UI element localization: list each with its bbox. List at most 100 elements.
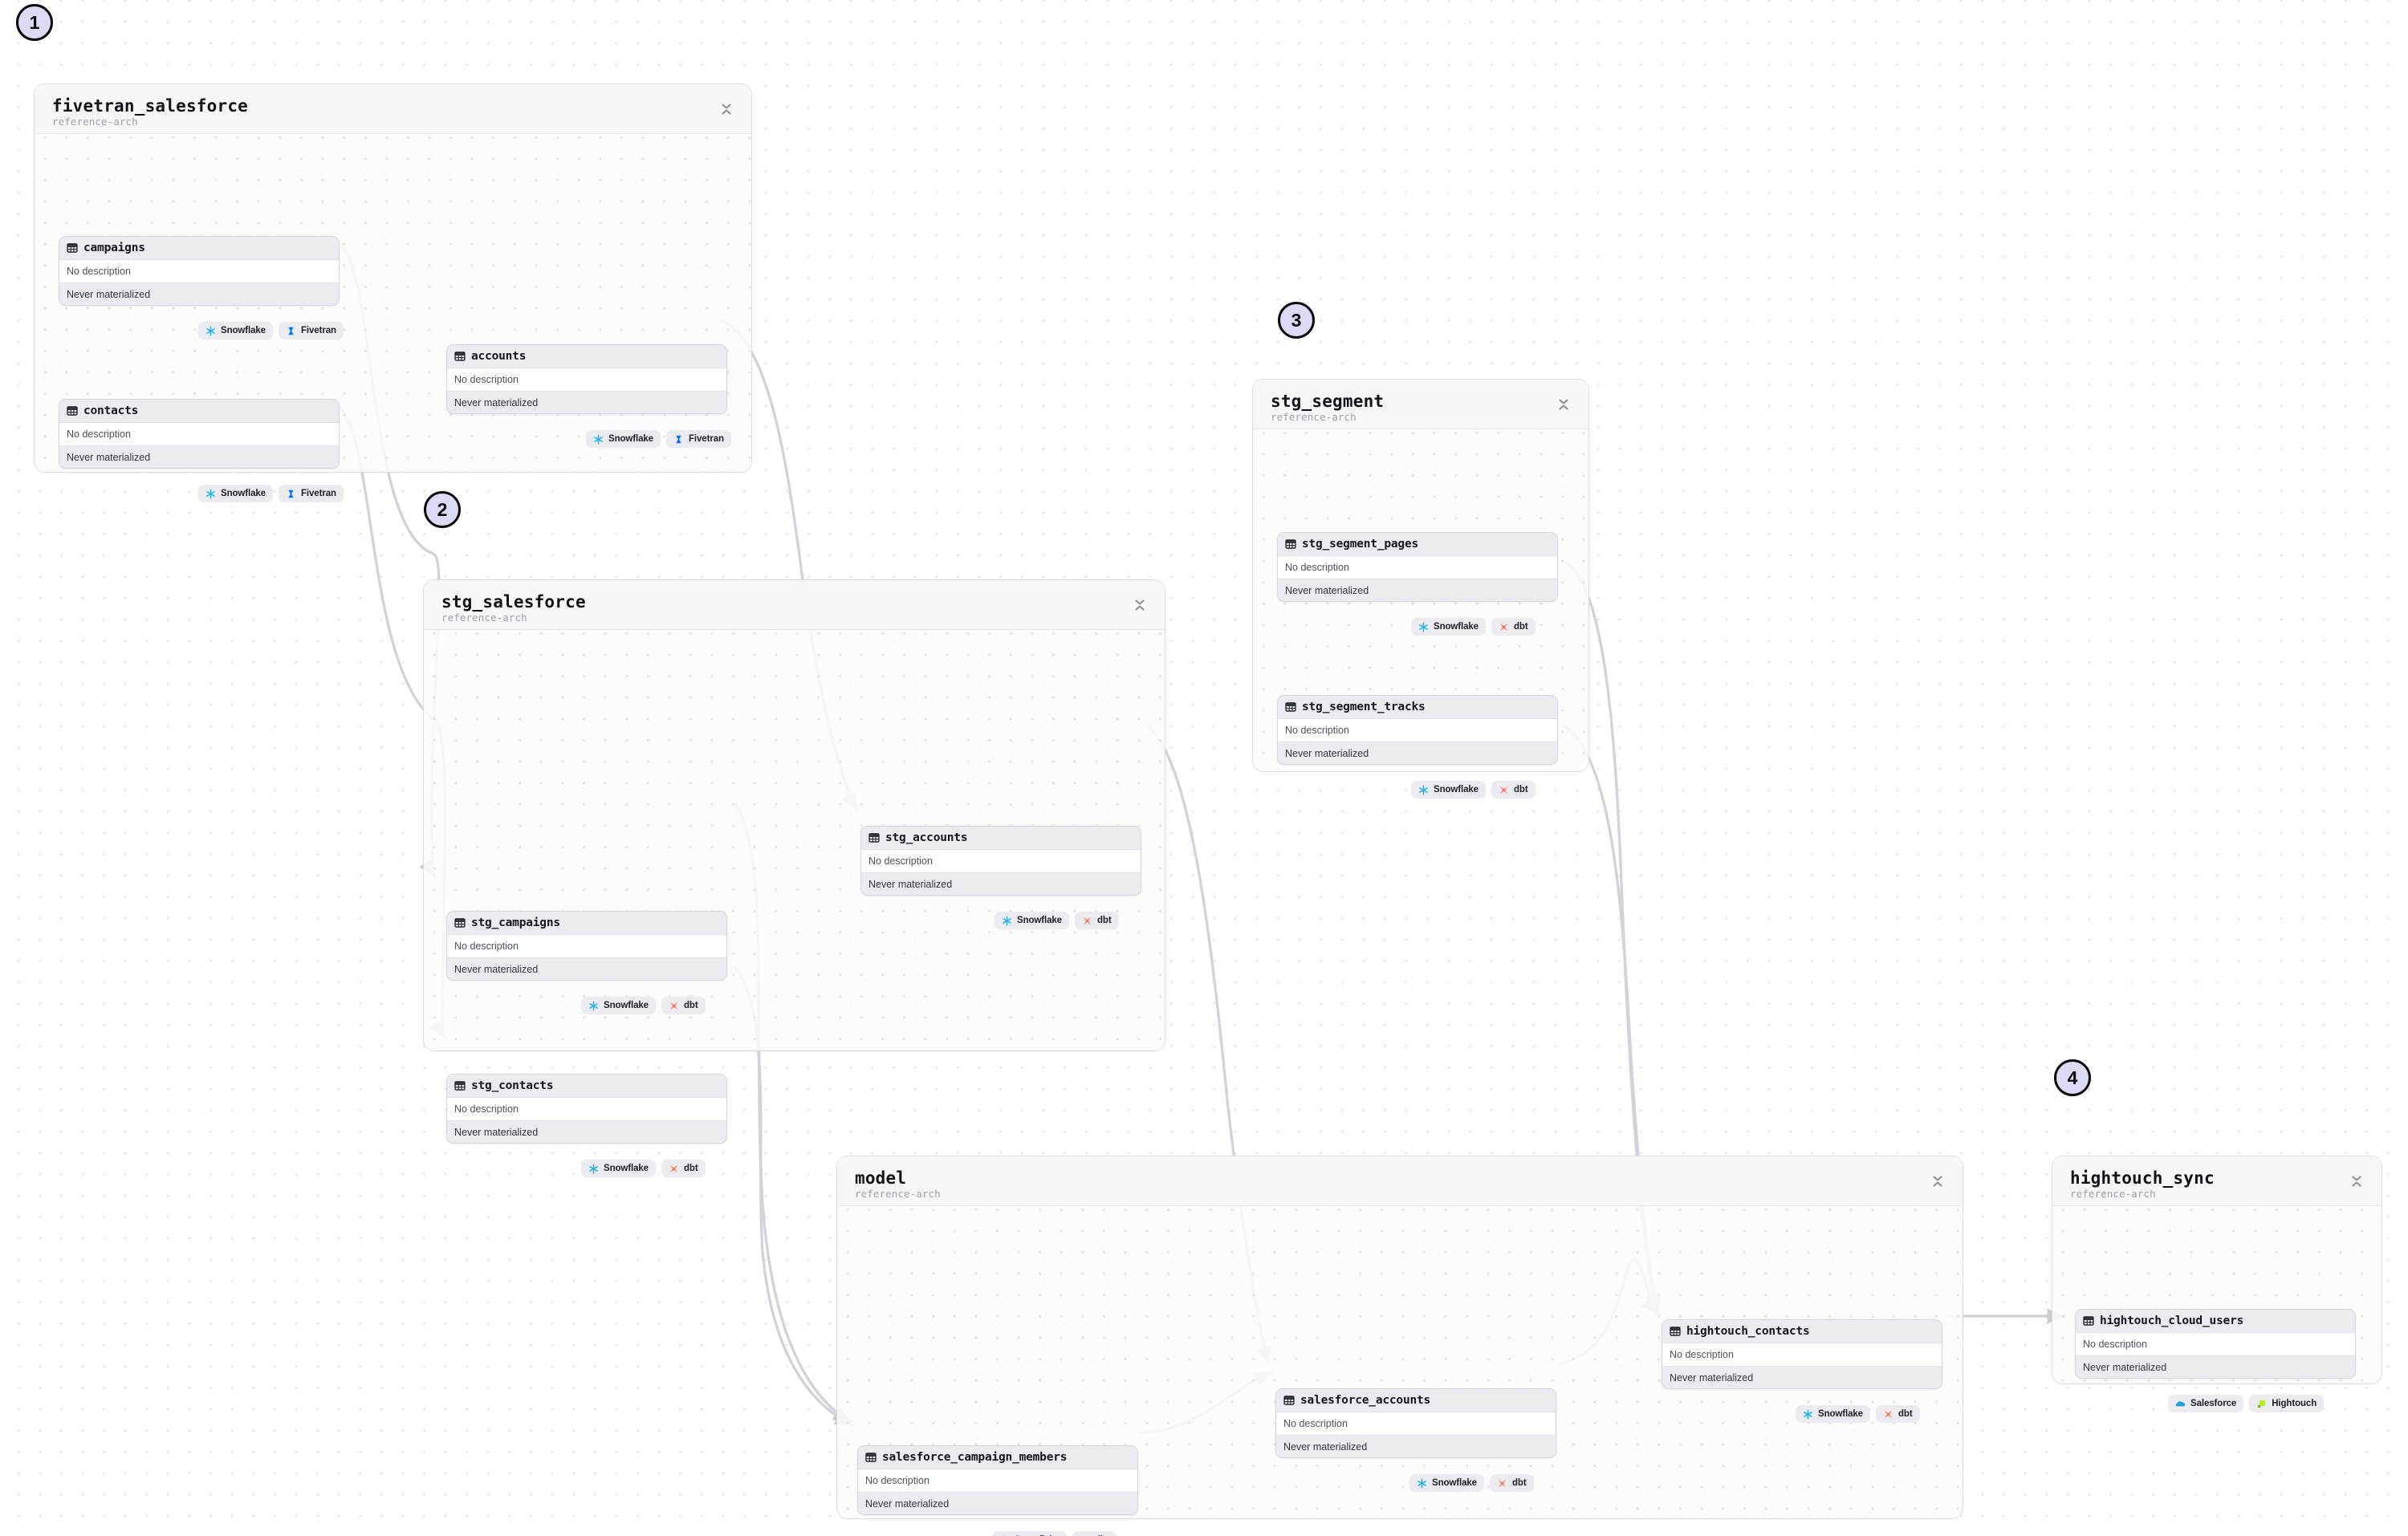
badge-row-stg_segment_pages: Snowflake dbt — [1411, 618, 1536, 636]
node-header: stg_segment_tracks — [1278, 696, 1557, 719]
dbt-icon — [1498, 1479, 1507, 1487]
node-title: contacts — [83, 404, 139, 417]
snowflake-icon — [1003, 916, 1011, 925]
badge-fivetran[interactable]: Fivetran — [278, 322, 344, 339]
fivetran-icon — [288, 327, 294, 335]
node-title: hightouch_cloud_users — [2100, 1315, 2244, 1327]
collapse-icon[interactable] — [1133, 598, 1147, 612]
badge-label: dbt — [683, 1164, 698, 1173]
snowflake-icon — [1419, 785, 1428, 794]
badge-snowflake[interactable]: Snowflake — [198, 485, 273, 502]
badge-dbt[interactable]: dbt — [1489, 1474, 1534, 1492]
node-description: No description — [2076, 1333, 2355, 1355]
badge-dbt[interactable]: dbt — [661, 997, 706, 1014]
badge-row-salesforce_campaign_members: Snowflake dbt — [992, 1531, 1117, 1536]
table-icon — [1283, 1396, 1295, 1405]
collapse-icon[interactable] — [719, 102, 734, 116]
table-icon — [67, 243, 78, 253]
node-materialization: Never materialized — [59, 282, 339, 305]
node-materialization: Never materialized — [1662, 1366, 1942, 1388]
node-description: No description — [1278, 556, 1557, 579]
badge-fivetran[interactable]: Fivetran — [278, 485, 344, 502]
node-header: stg_segment_pages — [1278, 533, 1557, 556]
badge-dbt[interactable]: dbt — [1072, 1531, 1117, 1536]
badge-dbt[interactable]: dbt — [1875, 1405, 1920, 1423]
node-description: No description — [447, 1098, 726, 1120]
badge-snowflake[interactable]: Snowflake — [1411, 781, 1486, 798]
badge-snowflake[interactable]: Snowflake — [586, 430, 661, 448]
table-icon — [454, 1081, 466, 1091]
badge-hightouch[interactable]: Hightouch — [2249, 1395, 2325, 1412]
node-materialization: Never materialized — [861, 872, 1141, 895]
table-icon — [1285, 539, 1296, 549]
group-title: stg_salesforce — [441, 592, 586, 612]
badge-label: Snowflake — [1434, 622, 1479, 632]
collapse-icon[interactable] — [2349, 1174, 2364, 1189]
dbt-icon — [1884, 1410, 1893, 1418]
badge-label: Snowflake — [608, 434, 653, 444]
collapse-icon[interactable] — [1556, 397, 1571, 412]
collapse-icon[interactable] — [1930, 1174, 1945, 1189]
node-materialization: Never materialized — [447, 957, 726, 980]
badge-dbt[interactable]: dbt — [1074, 912, 1119, 929]
snowflake-icon — [594, 434, 603, 444]
badge-salesforce[interactable]: Salesforce — [2168, 1395, 2244, 1412]
badge-snowflake[interactable]: Snowflake — [198, 322, 273, 339]
fivetran-icon — [676, 435, 681, 443]
fivetran-icon — [288, 490, 294, 498]
step-marker-4: 4 — [2054, 1059, 2091, 1096]
node-header: hightouch_cloud_users — [2076, 1310, 2355, 1333]
badge-row-hightouch_contacts: Snowflake dbt — [1796, 1405, 1920, 1423]
badge-fivetran[interactable]: Fivetran — [665, 430, 731, 448]
badge-label: Snowflake — [1818, 1409, 1863, 1419]
node-header: contacts — [59, 400, 339, 423]
badge-label: Snowflake — [1432, 1478, 1477, 1488]
badge-label: Hightouch — [2272, 1399, 2317, 1408]
badge-dbt[interactable]: dbt — [661, 1160, 706, 1177]
step-number: 3 — [1291, 309, 1302, 331]
dbt-icon — [1499, 786, 1508, 794]
badge-label: Snowflake — [604, 1001, 649, 1010]
badge-snowflake[interactable]: Snowflake — [992, 1531, 1067, 1536]
badge-snowflake[interactable]: Snowflake — [1796, 1405, 1870, 1423]
step-number: 1 — [29, 11, 40, 33]
badge-snowflake[interactable]: Snowflake — [995, 912, 1069, 929]
node-header: salesforce_campaign_members — [858, 1446, 1137, 1469]
badge-snowflake[interactable]: Snowflake — [1409, 1474, 1484, 1492]
step-number: 2 — [437, 498, 448, 520]
badge-snowflake[interactable]: Snowflake — [1411, 618, 1486, 636]
badge-label: dbt — [1511, 1478, 1527, 1488]
node-title: salesforce_accounts — [1300, 1394, 1431, 1407]
badge-snowflake[interactable]: Snowflake — [581, 1160, 656, 1177]
node-materialization: Never materialized — [447, 1120, 726, 1143]
node-header: salesforce_accounts — [1276, 1389, 1556, 1412]
badge-snowflake[interactable]: Snowflake — [581, 997, 656, 1014]
badge-dbt[interactable]: dbt — [1491, 781, 1536, 798]
badge-dbt[interactable]: dbt — [1491, 618, 1536, 636]
